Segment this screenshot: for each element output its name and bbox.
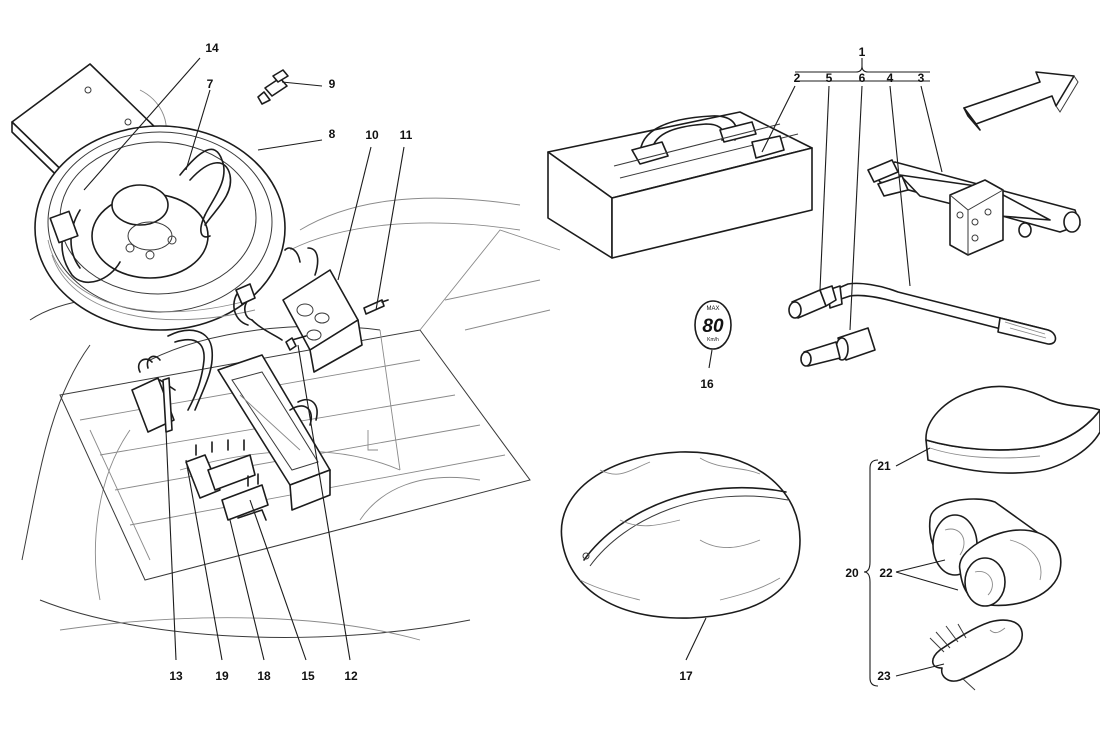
callout-19: 19 (215, 669, 229, 683)
trunk-compartment (21, 197, 561, 641)
callout-21: 21 (877, 459, 891, 473)
callout-20: 20 (845, 566, 859, 580)
badge-unit-label: Km/h (707, 337, 719, 343)
callout-4: 4 (887, 71, 894, 85)
callout-1: 1 (859, 45, 866, 59)
callout-18: 18 (257, 669, 271, 683)
callout-5: 5 (826, 71, 833, 85)
folded-cloth (925, 385, 1100, 474)
callout-9: 9 (329, 77, 336, 91)
speed-limit-badge: MAX 80 Km/h (694, 300, 732, 350)
car-jack (867, 159, 1081, 256)
socket (788, 285, 837, 319)
retaining-strap (167, 283, 283, 411)
valve-stem (257, 69, 289, 105)
callout-15: 15 (301, 669, 315, 683)
callout-labels: 14 7 9 8 10 11 13 19 18 15 12 1 2 5 6 4 … (169, 41, 924, 683)
callout-12: 12 (344, 669, 358, 683)
cloth-rolls (928, 498, 1062, 607)
callout-16: 16 (700, 377, 714, 391)
callout-7: 7 (207, 77, 214, 91)
spring-clips (185, 439, 269, 521)
work-glove (929, 619, 1023, 691)
spare-wheel (34, 125, 286, 331)
direction-arrow-icon (963, 71, 1079, 131)
callout-22: 22 (879, 566, 893, 580)
callout-17: 17 (679, 669, 693, 683)
wheel-bracket (282, 247, 389, 373)
clip-bracket (131, 355, 176, 433)
callout-10: 10 (365, 128, 379, 142)
callout-6: 6 (859, 71, 866, 85)
callout-8: 8 (329, 127, 336, 141)
callout-11: 11 (400, 128, 413, 142)
wheel-cover-bag (560, 451, 801, 619)
badge-speed-value: 80 (702, 316, 724, 337)
leader-lines (83, 57, 959, 687)
tool-bag (547, 111, 813, 259)
callout-23: 23 (877, 669, 891, 683)
callout-13: 13 (169, 669, 183, 683)
callout-14: 14 (205, 41, 219, 55)
callout-2: 2 (794, 71, 801, 85)
wheel-strap (49, 148, 232, 284)
badge-max-label: MAX (706, 306, 719, 312)
adapter (800, 327, 876, 367)
callout-3: 3 (918, 71, 925, 85)
